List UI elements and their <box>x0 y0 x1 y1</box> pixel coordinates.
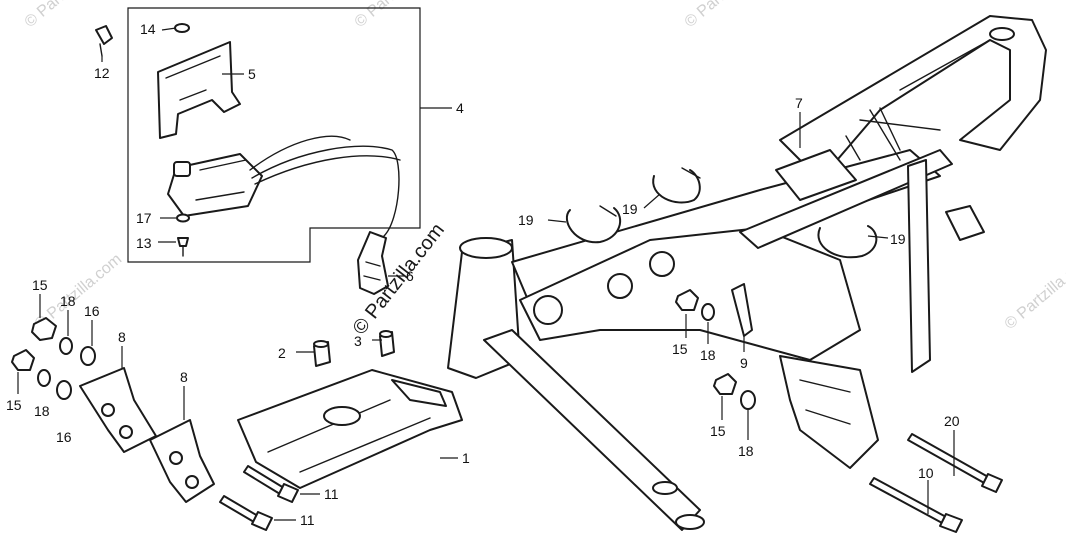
washer-17[interactable] <box>176 213 190 223</box>
bolt-11-lower[interactable] <box>219 495 273 531</box>
nut-15-top-left[interactable] <box>31 317 57 341</box>
washer-16-bottom-left[interactable] <box>56 380 72 400</box>
bolt-10[interactable] <box>869 477 963 533</box>
callout-8-right: 8 <box>180 369 188 385</box>
callout-18-right-upper: 18 <box>700 347 716 363</box>
collar-3[interactable] <box>379 330 395 357</box>
ignition-coil[interactable] <box>167 135 401 237</box>
callout-17: 17 <box>136 210 152 226</box>
faint-watermark: © Partzilla.com <box>682 0 776 31</box>
nut-15-right-upper[interactable] <box>675 289 699 311</box>
washer-16-top-left[interactable] <box>80 346 96 366</box>
bracket-8-right[interactable] <box>149 419 215 503</box>
callout-13: 13 <box>136 235 152 251</box>
callout-16-bottom-left: 16 <box>56 429 72 445</box>
callout-11-lower: 11 <box>300 512 315 528</box>
callout-6: 6 <box>406 268 414 284</box>
clamp-19-left[interactable] <box>565 205 622 244</box>
callout-9: 9 <box>740 355 748 371</box>
callout-12: 12 <box>94 65 110 81</box>
washer-18-top-left[interactable] <box>59 337 73 355</box>
skid-plate[interactable] <box>237 369 463 489</box>
faint-watermark: © Partzilla.com <box>1002 251 1066 333</box>
callout-7: 7 <box>795 95 803 111</box>
callout-8-left: 8 <box>118 329 126 345</box>
leader-lines <box>17 27 955 521</box>
washer-14[interactable] <box>174 23 190 33</box>
stay-9[interactable] <box>731 283 753 337</box>
spark-plug-cap[interactable] <box>357 231 389 295</box>
callout-20: 20 <box>944 413 960 429</box>
clamp-19-mid[interactable] <box>652 167 701 204</box>
callout-19-left: 19 <box>518 212 534 228</box>
callout-2: 2 <box>278 345 286 361</box>
frame-body[interactable] <box>447 15 1047 531</box>
nut-15-right-lower[interactable] <box>713 373 737 395</box>
callout-10: 10 <box>918 465 934 481</box>
callout-11-upper: 11 <box>324 486 339 502</box>
callout-4: 4 <box>456 100 464 116</box>
callout-1: 1 <box>462 450 470 466</box>
bolt-11-upper[interactable] <box>243 465 299 503</box>
washer-18-right-lower[interactable] <box>740 390 756 410</box>
callout-19-right: 19 <box>890 231 906 247</box>
faint-watermark: © Partzilla.com <box>352 0 446 31</box>
screw-13[interactable] <box>177 237 189 257</box>
bracket-8-left[interactable] <box>79 367 157 453</box>
bolt-20[interactable] <box>907 433 1003 493</box>
callout-19-mid: 19 <box>622 201 638 217</box>
coil-assembly-box <box>127 7 421 263</box>
callout-15-top-left: 15 <box>32 277 48 293</box>
callout-3: 3 <box>354 333 362 349</box>
callout-18-right-lower: 18 <box>738 443 754 459</box>
callout-5: 5 <box>248 66 256 82</box>
coil-bracket[interactable] <box>157 41 241 139</box>
callout-18-bottom-left: 18 <box>34 403 50 419</box>
callout-15-bottom-left: 15 <box>6 397 22 413</box>
collar-2[interactable] <box>313 340 331 367</box>
washer-18-bottom-left[interactable] <box>37 369 51 387</box>
washer-18-right-upper[interactable] <box>701 303 715 321</box>
bolt-12[interactable] <box>95 25 113 57</box>
nut-15-bottom-left[interactable] <box>11 349 35 371</box>
callout-18-top-left: 18 <box>60 293 76 309</box>
clamp-19-right[interactable] <box>817 225 878 259</box>
callout-15-right-upper: 15 <box>672 341 688 357</box>
callout-16-top-left: 16 <box>84 303 100 319</box>
faint-watermark: © Partzilla.com <box>22 0 116 31</box>
callout-15-right-lower: 15 <box>710 423 726 439</box>
callout-14: 14 <box>140 21 156 37</box>
